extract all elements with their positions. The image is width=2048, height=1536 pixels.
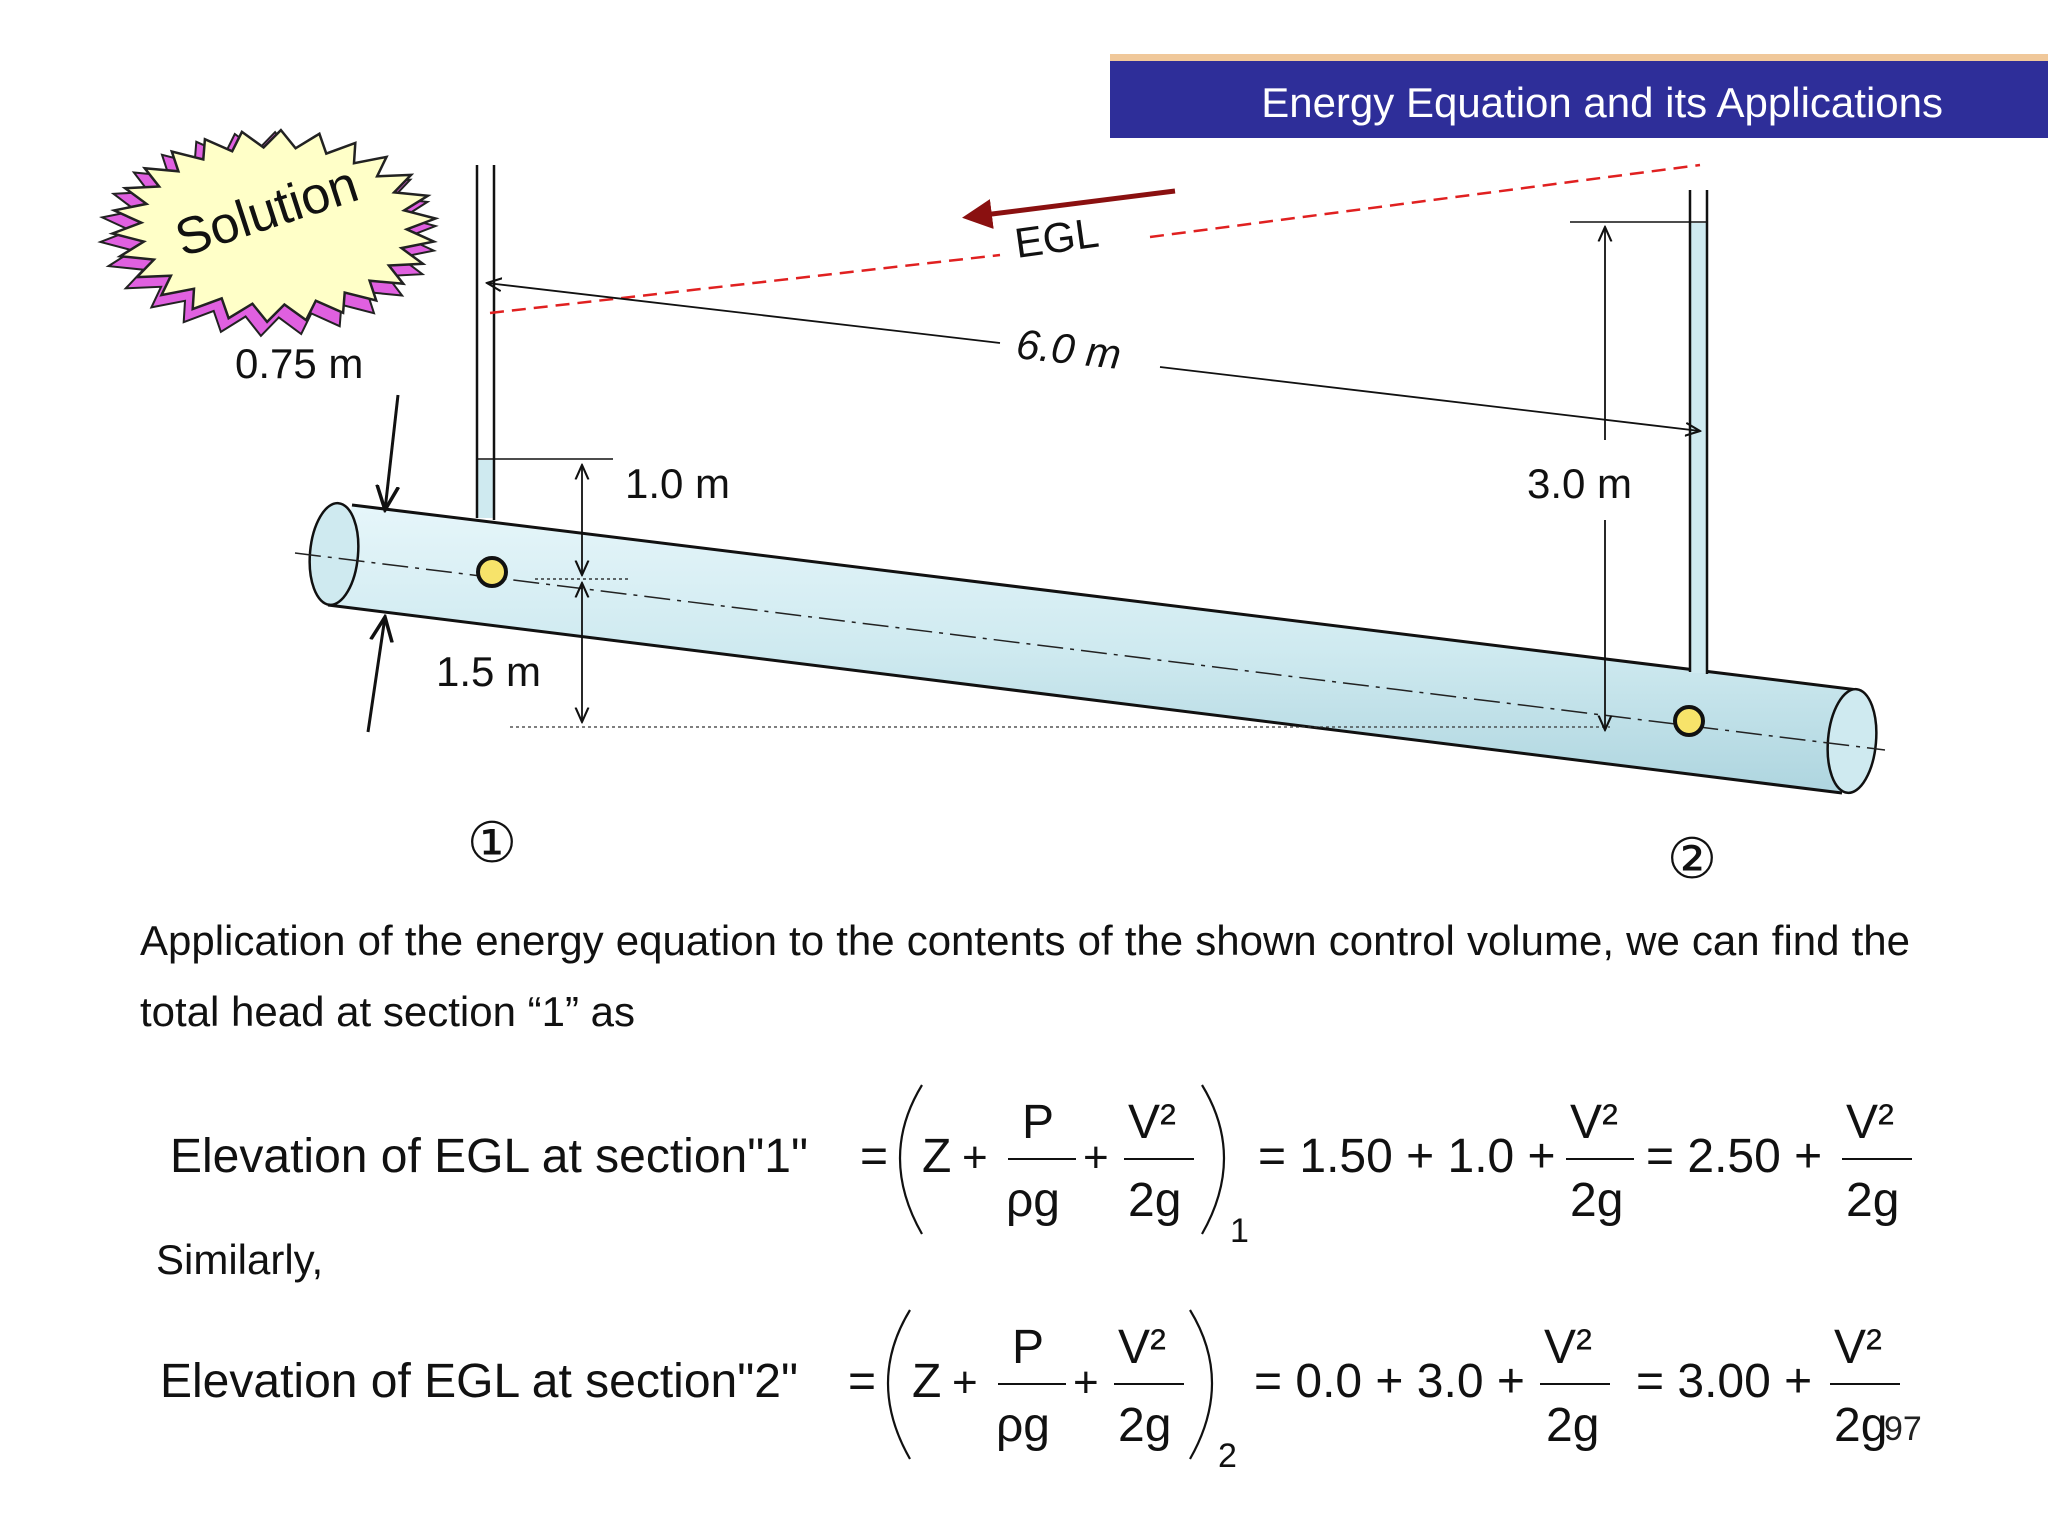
eq2-plus-2: + [1073, 1358, 1099, 1407]
egl-line-right [1149, 163, 1701, 239]
eq1-middle: = 1.50 + 1.0 + [1258, 1130, 1556, 1183]
pipe-centerline [294, 552, 1886, 751]
eq1-rho-g: ρg [1006, 1174, 1060, 1227]
eq1-v2-c: V² [1846, 1096, 1894, 1149]
eq2-subscript: 2 [1218, 1437, 1237, 1475]
eq1-result: = 2.50 + [1646, 1130, 1822, 1183]
eq1-z: Z [922, 1130, 951, 1183]
slide-title: Energy Equation and its Applications [1261, 79, 1943, 126]
equation-2: Elevation of EGL at section"2" = Z + P ρ… [160, 1309, 1900, 1475]
title-banner: Energy Equation and its Applications [1110, 54, 2048, 138]
eq2-p: P [1012, 1321, 1044, 1374]
equation-1: Elevation of EGL at section"1" = Z + P ρ… [170, 1084, 1912, 1250]
egl-label: EGL [1012, 209, 1102, 267]
eq2-v2-b: V² [1544, 1321, 1592, 1374]
page-number: 97 [1884, 1410, 1922, 1448]
eq2-v2-c: V² [1834, 1321, 1882, 1374]
eq1-subscript: 1 [1230, 1212, 1249, 1250]
egl-line [489, 253, 1001, 315]
eq2-equals: = [848, 1355, 876, 1408]
piezometer-2 [1688, 190, 1709, 674]
elevation-1-label: 1.5 m [436, 648, 541, 695]
diameter-label: 0.75 m [235, 340, 363, 387]
similarly-label: Similarly, [156, 1236, 323, 1283]
eq2-v2: V² [1118, 1321, 1166, 1374]
eq2-rho-g: ρg [996, 1399, 1050, 1452]
eq1-plus-2: + [1083, 1133, 1109, 1182]
eq1-2g-c: 2g [1846, 1174, 1899, 1227]
explanation-paragraph: Application of the energy equation to th… [140, 917, 1910, 1035]
eq2-2g: 2g [1118, 1399, 1171, 1452]
pressure-head-2-label: 3.0 m [1527, 460, 1632, 507]
pressure-head-1-label: 1.0 m [625, 460, 730, 507]
eq1-right-paren [1201, 1084, 1225, 1235]
diameter-arrow-bottom [366, 617, 385, 733]
section-2-label: ② [1667, 827, 1717, 892]
eq2-plus-1: + [952, 1358, 978, 1407]
eq1-p: P [1022, 1096, 1054, 1149]
pipe [294, 501, 1886, 795]
eq2-right-paren [1189, 1309, 1213, 1460]
eq1-lhs: Elevation of EGL at section"1" [170, 1130, 808, 1183]
eq1-v2: V² [1128, 1096, 1176, 1149]
eq2-result: = 3.00 + [1636, 1355, 1812, 1408]
section-1-marker [476, 556, 508, 588]
eq1-plus-1: + [962, 1133, 988, 1182]
eq2-z: Z [912, 1355, 941, 1408]
diameter-arrow-top [385, 394, 398, 510]
flow-direction-arrow [962, 188, 1176, 229]
section-1-label: ① [467, 811, 517, 876]
eq2-2g-c: 2g [1834, 1399, 1887, 1452]
solution-badge: Solution [97, 128, 440, 338]
eq2-left-paren [887, 1309, 911, 1460]
length-label: 6.0 m [1014, 320, 1123, 378]
eq1-2g-b: 2g [1570, 1174, 1623, 1227]
eq1-left-paren [899, 1084, 923, 1235]
eq1-v2-b: V² [1570, 1096, 1618, 1149]
eq2-2g-b: 2g [1546, 1399, 1599, 1452]
section-2-marker [1673, 705, 1705, 737]
piezometer-1 [475, 165, 496, 520]
eq2-middle: = 0.0 + 3.0 + [1254, 1355, 1525, 1408]
eq1-equals: = [860, 1130, 888, 1183]
length-dimension [487, 283, 1001, 344]
eq2-lhs: Elevation of EGL at section"2" [160, 1355, 798, 1408]
eq1-2g: 2g [1128, 1174, 1181, 1227]
